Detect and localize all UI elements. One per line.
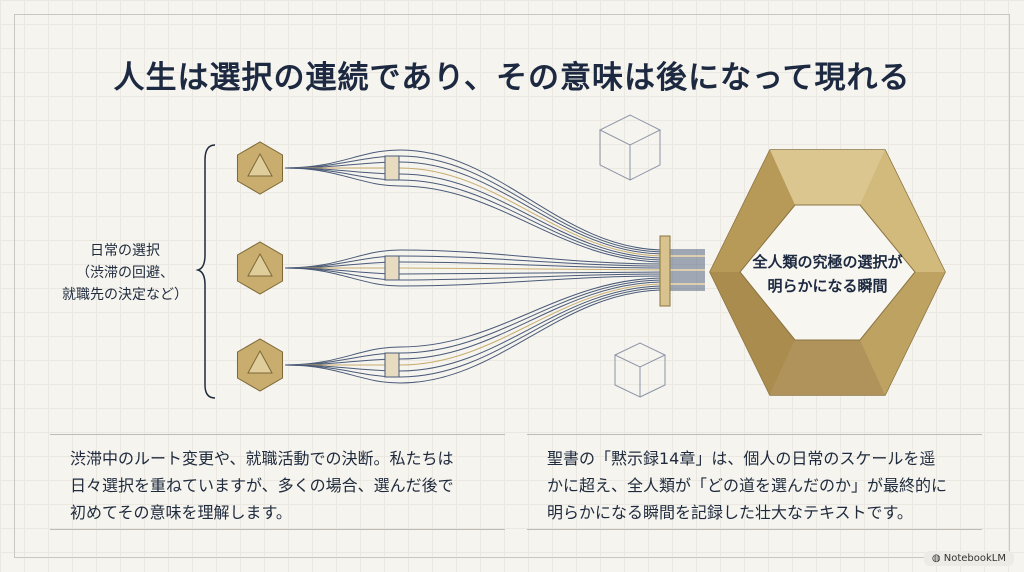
icosahedron-icon	[236, 141, 284, 195]
decision-path	[285, 283, 705, 366]
badge-label: NotebookLM	[943, 553, 1006, 564]
decision-path	[284, 249, 705, 269]
icosahedron-icon	[236, 241, 284, 295]
daily-choices-description: 渋滞中のルート変更や、就職活動での決断。私たちは 日々選択を重ねていますが、多く…	[50, 434, 505, 530]
decision-path	[284, 267, 705, 281]
decision-path	[285, 267, 705, 271]
text-line: 聖書の「黙示録14章」は、個人の日常のスケールを遥	[547, 449, 936, 468]
notebooklm-badge: ◍ NotebookLM	[923, 551, 1014, 566]
decision-paths	[284, 149, 705, 384]
ultimate-choice-label: 全人類の究極の選択が 明らかになる瞬間	[735, 250, 920, 298]
choice-nodes	[236, 141, 400, 392]
wireframe-cubes	[598, 114, 667, 398]
label-line: 日常の選択	[90, 243, 160, 259]
slide-frame	[14, 14, 1010, 558]
icosahedron-icon	[236, 338, 284, 392]
text-line: 初めてその意味を理解します。	[70, 503, 292, 522]
decision-path	[284, 281, 705, 366]
decision-path	[284, 261, 705, 269]
decision-path	[284, 289, 705, 384]
decision-path	[284, 155, 705, 253]
slide-title: 人生は選択の連続であり、その意味は後になって現れる	[113, 60, 911, 96]
branch-gate	[384, 352, 400, 378]
decision-path	[284, 149, 705, 251]
revelation-description: 聖書の「黙示録14章」は、個人の日常のスケールを遥 かに超え、全人類が「どの道を…	[527, 434, 982, 530]
decision-path	[284, 277, 705, 366]
decision-path	[284, 287, 705, 378]
text-line: 明らかになる瞬間を記録した壮大なテキストです。	[547, 503, 913, 522]
decision-path	[284, 285, 705, 372]
label-line: 就職先の決定など）	[62, 287, 188, 303]
left-brace	[195, 144, 216, 399]
text-line: 日々選択を重ねていますが、多くの場合、選んだ後で	[70, 476, 454, 495]
daily-choices-label: 日常の選択 （渋滞の回避、 就職先の決定など）	[50, 240, 200, 306]
text-line: かに超え、全人類が「どの道を選んだのか」が最終的に	[547, 476, 948, 495]
label-line: 明らかになる瞬間	[767, 277, 888, 295]
final-hexagon	[709, 149, 946, 396]
branch-gate	[384, 155, 400, 181]
decision-path	[284, 161, 705, 255]
decision-path	[285, 167, 705, 257]
decision-path	[284, 267, 705, 275]
decision-path	[284, 167, 705, 261]
label-line: （渋滞の回避、	[76, 265, 174, 281]
decision-path	[284, 279, 705, 366]
branch-gate	[384, 255, 400, 281]
notebooklm-logo-icon: ◍	[931, 553, 944, 564]
decision-path	[284, 255, 705, 269]
decision-path	[284, 167, 705, 263]
label-line: 全人類の究極の選択が	[752, 253, 903, 271]
decision-path	[284, 167, 705, 259]
convergence-gate	[659, 235, 671, 307]
text-line: 渋滞中のルート変更や、就職活動での決断。私たちは	[70, 449, 454, 468]
decision-path	[284, 267, 705, 287]
